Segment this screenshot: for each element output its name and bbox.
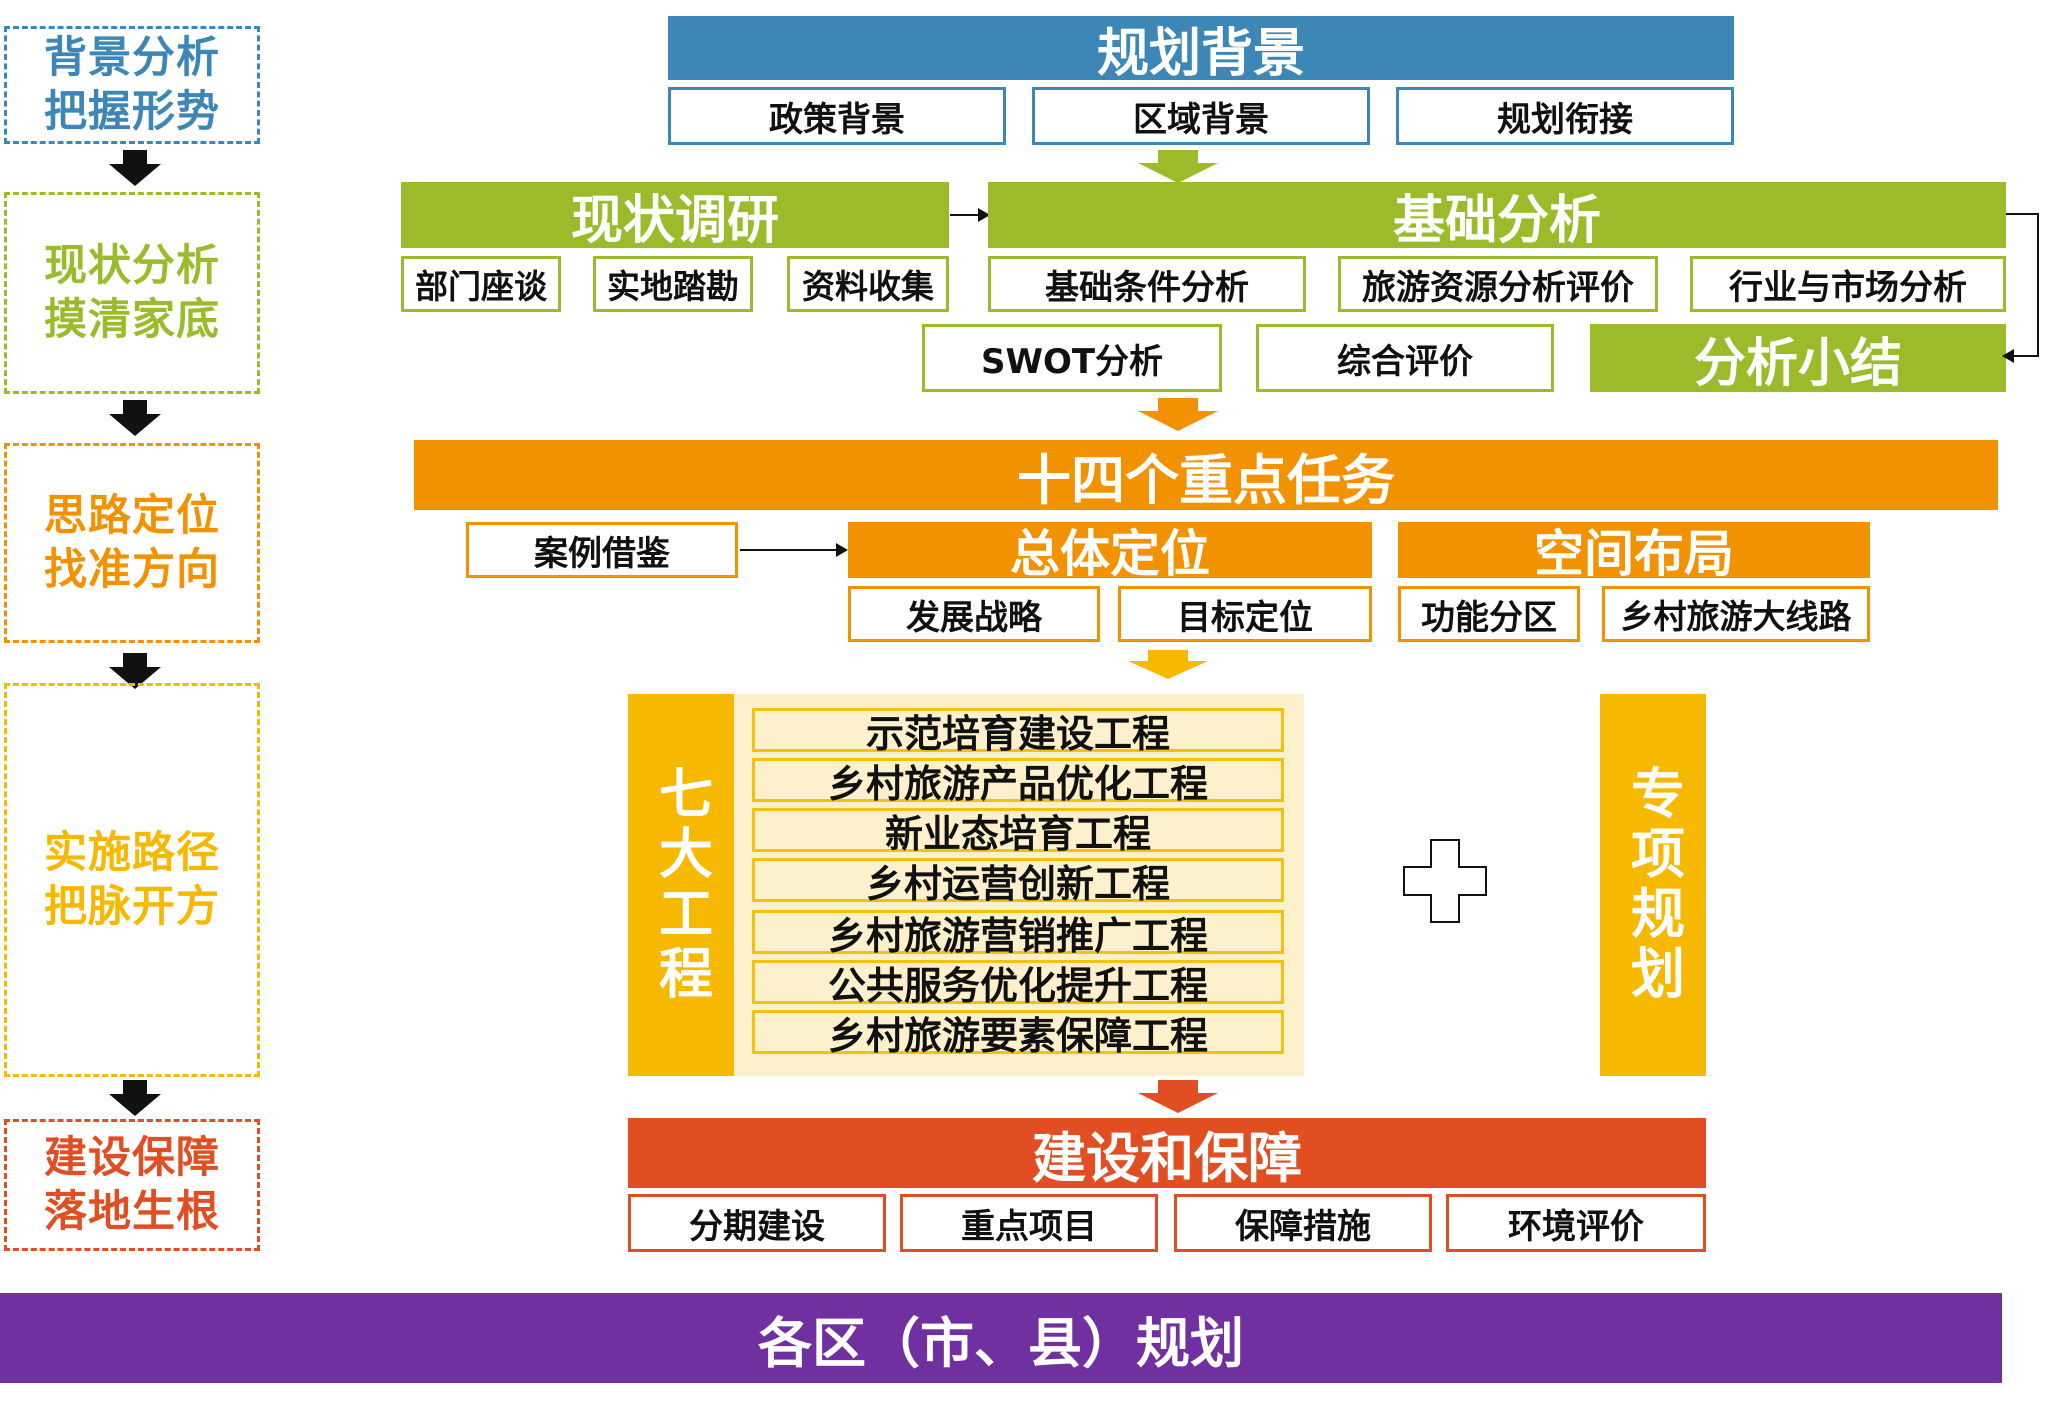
- background-item-connection: 规划衔接: [1396, 87, 1734, 145]
- guarantee-item-measures: 保障措施: [1174, 1194, 1432, 1252]
- plus-icon: [1403, 839, 1487, 923]
- project-item-operation: 乡村运营创新工程: [752, 858, 1284, 906]
- stage-status-line1: 现状分析: [44, 241, 220, 291]
- positioning-item-strategy: 发展战略: [848, 586, 1100, 642]
- stage-status: 现状分析 摸清家底: [4, 192, 260, 394]
- down-arrow-icon: [1138, 150, 1218, 183]
- project-item-elements: 乡村旅游要素保障工程: [752, 1010, 1284, 1058]
- down-arrow-icon: [1138, 1080, 1218, 1113]
- layout-item-routes: 乡村旅游大线路: [1602, 586, 1870, 642]
- analysis-item-market: 行业与市场分析: [1690, 256, 2006, 312]
- right-arrow-icon: [950, 208, 990, 222]
- footer-banner: 各区（市、县）规划: [0, 1293, 2002, 1383]
- case-study-box: 案例借鉴: [466, 522, 738, 578]
- stage-guarantee-line1: 建设保障: [44, 1133, 220, 1183]
- stage-implementation: 实施路径 把脉开方: [4, 683, 260, 1077]
- layout-header: 空间布局: [1398, 522, 1870, 583]
- stage-positioning-line1: 思路定位: [44, 491, 220, 541]
- project-item-public-service: 公共服务优化提升工程: [752, 960, 1284, 1008]
- analysis-overall-evaluation: 综合评价: [1256, 324, 1554, 392]
- background-header: 规划背景: [668, 16, 1734, 84]
- project-item-product: 乡村旅游产品优化工程: [752, 758, 1284, 806]
- layout-item-zoning: 功能分区: [1398, 586, 1580, 642]
- survey-header: 现状调研: [401, 182, 949, 251]
- analysis-swot: SWOT分析: [922, 324, 1222, 392]
- stage-guarantee: 建设保障 落地生根: [4, 1119, 260, 1251]
- analysis-item-conditions: 基础条件分析: [988, 256, 1306, 312]
- background-item-region: 区域背景: [1032, 87, 1370, 145]
- analysis-header: 基础分析: [988, 182, 2006, 251]
- down-arrow-icon: [1128, 650, 1208, 679]
- projects-label: 七大工程: [628, 694, 734, 1076]
- stage-background-line2: 把握形势: [44, 87, 220, 137]
- project-item-demonstration: 示范培育建设工程: [752, 708, 1284, 756]
- positioning-item-goal: 目标定位: [1118, 586, 1372, 642]
- guarantee-item-key-projects: 重点项目: [900, 1194, 1158, 1252]
- guarantee-item-environment: 环境评价: [1446, 1194, 1706, 1252]
- right-arrow-icon: [740, 543, 848, 557]
- analysis-summary: 分析小结: [1590, 324, 2006, 394]
- stage-positioning: 思路定位 找准方向: [4, 443, 260, 643]
- project-item-new-business: 新业态培育工程: [752, 808, 1284, 856]
- survey-item-data-collection: 资料收集: [787, 256, 949, 312]
- down-arrow-icon: [109, 1080, 161, 1116]
- tasks-header: 十四个重点任务: [414, 440, 1998, 512]
- background-item-policy: 政策背景: [668, 87, 1006, 145]
- stage-background: 背景分析 把握形势: [4, 26, 260, 144]
- survey-item-site-visit: 实地踏勘: [593, 256, 753, 312]
- analysis-item-resources: 旅游资源分析评价: [1338, 256, 1658, 312]
- connector-arrow-icon: [2002, 213, 2039, 363]
- special-plans-label: 专项规划: [1600, 694, 1706, 1076]
- stage-implementation-line1: 实施路径: [44, 828, 220, 878]
- stage-background-line1: 背景分析: [44, 33, 220, 83]
- project-item-marketing: 乡村旅游营销推广工程: [752, 910, 1284, 958]
- stage-positioning-line2: 找准方向: [44, 545, 220, 595]
- down-arrow-icon: [109, 400, 161, 436]
- stage-guarantee-line2: 落地生根: [44, 1187, 220, 1237]
- down-arrow-icon: [109, 653, 161, 689]
- down-arrow-icon: [109, 150, 161, 186]
- down-arrow-icon: [1138, 398, 1218, 431]
- guarantee-header: 建设和保障: [628, 1118, 1706, 1190]
- stage-status-line2: 摸清家底: [44, 295, 220, 345]
- survey-item-meeting: 部门座谈: [401, 256, 561, 312]
- guarantee-item-phasing: 分期建设: [628, 1194, 886, 1252]
- stage-implementation-line2: 把脉开方: [44, 882, 220, 932]
- positioning-header: 总体定位: [848, 522, 1372, 583]
